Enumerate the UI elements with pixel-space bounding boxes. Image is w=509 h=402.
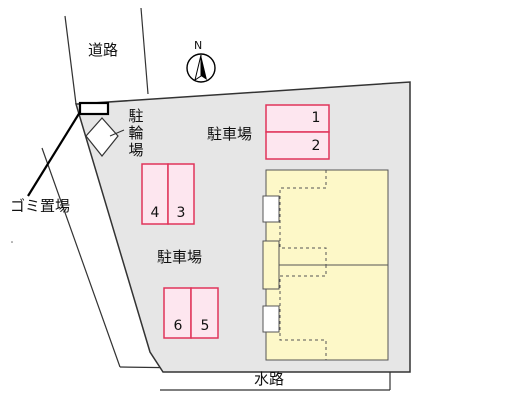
parking-space-1 bbox=[265, 104, 330, 133]
parking-number-3: 3 bbox=[176, 205, 186, 221]
garbage-label: ゴミ置場 bbox=[10, 197, 71, 215]
bike-parking-char-1: 駐 bbox=[128, 107, 144, 125]
parking-number-1: 1 bbox=[311, 110, 321, 126]
road-right-edge bbox=[140, 7, 149, 95]
north-label: N bbox=[194, 39, 203, 52]
parking-number-5: 5 bbox=[200, 318, 210, 334]
entrance-middle bbox=[262, 240, 280, 290]
parking-space-2 bbox=[265, 131, 330, 160]
parking-number-4: 4 bbox=[150, 205, 160, 221]
parking-label-upper: 駐車場 bbox=[207, 125, 253, 143]
building-interior-divider-lower bbox=[279, 265, 327, 360]
bike-parking-char-3: 場 bbox=[128, 140, 144, 159]
building-upper-unit bbox=[265, 169, 389, 266]
parking-label-lower: 駐車場 bbox=[157, 248, 203, 266]
entrance-upper bbox=[262, 195, 280, 223]
parking-space-6 bbox=[163, 287, 192, 339]
left-boundary-line bbox=[41, 147, 121, 368]
bike-parking-leader bbox=[109, 129, 125, 137]
north-arrow-icon bbox=[186, 53, 216, 83]
waterway-label: 水路 bbox=[254, 370, 285, 388]
parking-space-5 bbox=[190, 287, 219, 339]
garbage-leader-line bbox=[27, 111, 81, 197]
garbage-area bbox=[78, 101, 110, 116]
parking-space-3 bbox=[167, 163, 195, 225]
parking-space-4 bbox=[141, 163, 169, 225]
road-left-edge bbox=[64, 15, 77, 105]
entrance-lower bbox=[262, 305, 280, 333]
parking-number-2: 2 bbox=[311, 138, 321, 154]
bike-parking-label: 駐 輪 場 bbox=[128, 108, 144, 158]
bike-parking-area bbox=[85, 117, 119, 157]
bike-parking-char-2: 輪 bbox=[128, 123, 144, 142]
building-lower-unit bbox=[265, 264, 389, 361]
building-interior-divider-upper bbox=[279, 170, 327, 265]
road-label: 道路 bbox=[88, 41, 119, 59]
parking-number-6: 6 bbox=[173, 318, 183, 334]
stray-mark bbox=[11, 241, 13, 243]
